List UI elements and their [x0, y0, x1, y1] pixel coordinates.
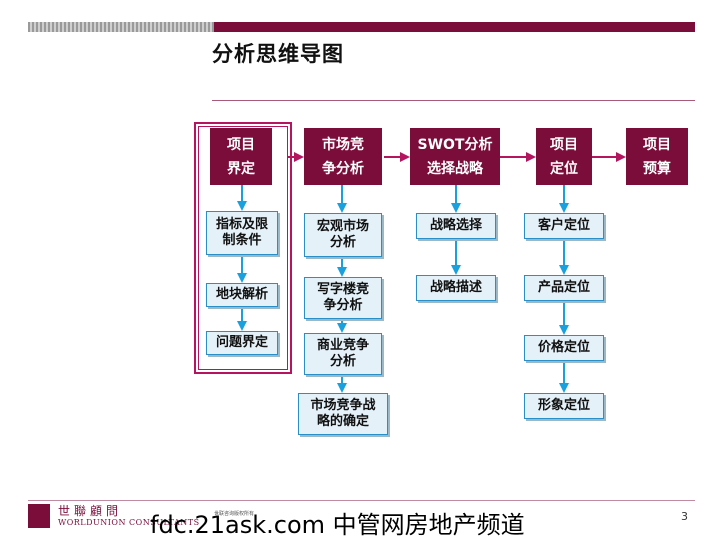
item-problem-definition: 问题界定: [206, 331, 278, 355]
item-office-competition: 写字楼竞 争分析: [304, 277, 382, 319]
watermark-text: fdc.21ask.com 中管网房地产频道: [150, 511, 525, 539]
phase-market-competition: 市场竞 争分析: [304, 128, 382, 185]
item-macro-market: 宏观市场 分析: [304, 213, 382, 257]
item-site-analysis: 地块解析: [206, 283, 278, 307]
company-name-cn: 世聯顧問: [58, 504, 123, 518]
item-indicators-constraints: 指标及限 制条件: [206, 211, 278, 255]
phase-project-positioning: 项目 定位: [536, 128, 592, 185]
item-strategy-selection: 战略选择: [416, 213, 496, 239]
page-number: 3: [681, 510, 688, 523]
footer-divider: [28, 500, 695, 501]
header-stripe-grey: [28, 22, 214, 32]
slide-title: 分析思维导图: [212, 42, 344, 66]
item-strategy-description: 战略描述: [416, 275, 496, 301]
item-image-positioning: 形象定位: [524, 393, 604, 419]
phase-project-budget: 项目 预算: [626, 128, 688, 185]
header-stripe-brand: [214, 22, 695, 32]
company-name-en: WORLDUNION CONSULTANTS: [58, 518, 200, 527]
highlight-frame-inner: [198, 126, 288, 370]
title-divider: [212, 100, 695, 101]
company-logo-icon: [28, 504, 50, 528]
item-product-positioning: 产品定位: [524, 275, 604, 301]
highlight-frame-outer: [194, 122, 292, 374]
phase-swot-strategy: SWOT分析 选择战略: [410, 128, 500, 185]
item-retail-competition: 商业竞争 分析: [304, 333, 382, 375]
phase-project-definition: 项目 界定: [210, 128, 272, 185]
item-price-positioning: 价格定位: [524, 335, 604, 361]
item-customer-positioning: 客户定位: [524, 213, 604, 239]
item-competition-strategy: 市场竞争战 略的确定: [298, 393, 388, 435]
copyright-note: 世联咨询版权所有: [214, 511, 255, 517]
